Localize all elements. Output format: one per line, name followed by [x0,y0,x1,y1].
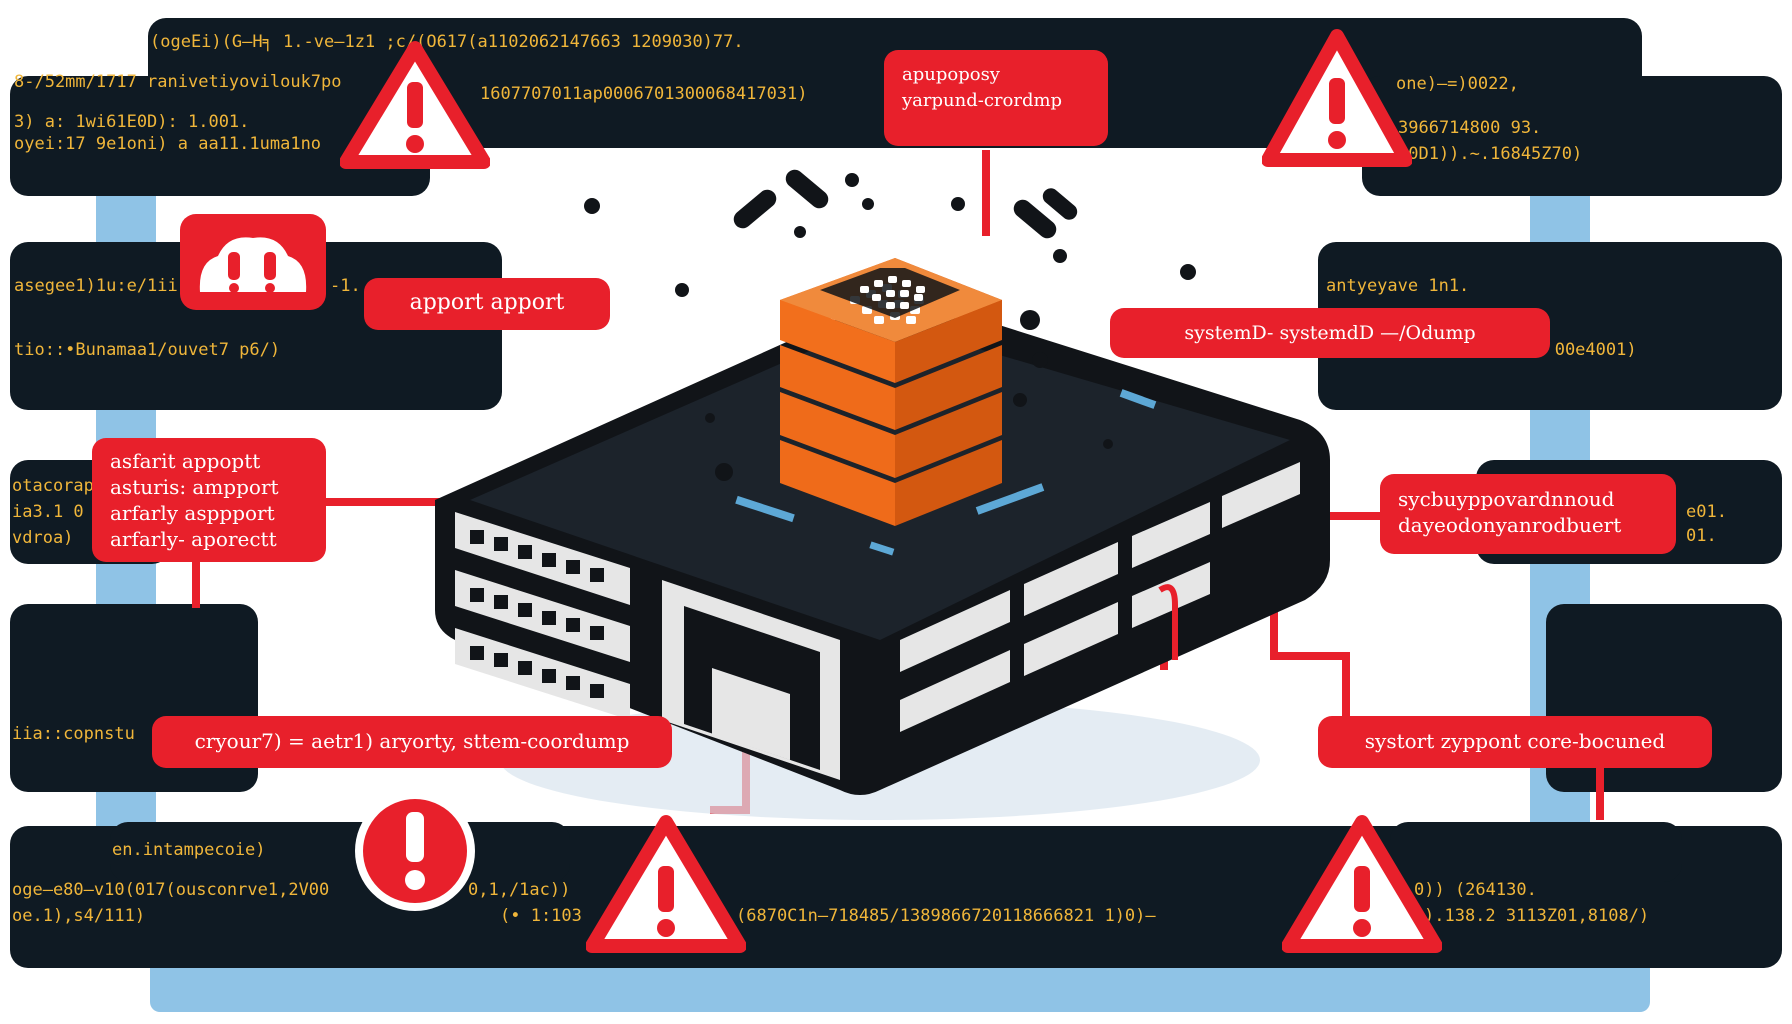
connector-line [1270,652,1350,660]
code-line: iia::copnstu [12,724,135,744]
connector-line [1342,652,1350,722]
code-line: -1. [330,276,361,296]
code-line: 8-/52mm/1717 ranivetiyovilouk7po [14,72,342,92]
code-line: ia3.1 0 [12,502,84,522]
connector-line [192,560,200,608]
code-line: vdroa) [12,528,74,548]
warning-triangle-icon [586,815,746,953]
code-line: (ogeEi)(G—H╕ 1.-ve—1z1 ;c/(O617(a1102062… [150,32,744,52]
code-line: 0,1,/1ac)) [468,880,571,900]
code-line: 0)) (264130. [1414,880,1537,900]
code-line: en.intampecoie) [112,840,266,860]
code-line: oge—e80—v10(017(ousconrve1,2V00 [12,880,330,900]
code-panel-bottom-left-tab [110,822,570,882]
alert-label-bottom-left: cryour7) = aetr1) aryorty, sttem-coordum… [152,716,672,768]
connector-line [1270,598,1278,658]
alert-label-apport: apport apport [364,278,610,330]
code-line: antyeyave 1n1. [1326,276,1470,296]
code-line: oyei:17 9e1oni) a aa11.1uma1no [14,134,322,154]
connector-line [982,150,990,236]
connector-line [320,498,440,506]
alert-label-list: asfarit appoptt asturis: ampport arfarly… [92,438,326,562]
code-line: e01. [1686,502,1727,522]
warning-triangle-icon [340,41,490,169]
alert-label-systemd: systemD- systemdD —/Odump [1110,308,1550,358]
cube-icon [780,258,1002,526]
code-line: tio::•Bunamaa1/ouvet7 p6/) [14,340,281,360]
code-line: 3966714800 93. [1398,118,1542,138]
code-line: 3) a: 1wi61E0D): 1.001. [14,112,250,132]
alert-label-bottom-right: systort zyppont core-bocuned [1318,716,1712,768]
alert-label-right: sycbuyppovardnnoud dayeodonyanrodbuert [1380,474,1676,554]
code-line: 1607707011ap0006701300068417031) [480,84,808,104]
connector-line [1596,760,1604,820]
code-line: asegee1)1u:e/1ii [14,276,178,296]
code-line: otacorap [12,476,94,496]
code-line: ).138.2 3113Z01,8108/) [1424,906,1650,926]
code-line: (• 1:103 [500,906,582,926]
code-line: 50D1)).~.16845Z70) [1398,144,1583,164]
code-line: 01. [1686,526,1717,546]
alert-label-top: apupoposy yarpund-crordmp [884,50,1108,146]
alert-bubble-icon [180,214,326,310]
connector-line [1322,512,1382,520]
code-panel-bottom-right-tab [1390,822,1682,882]
exclamation-circle-icon [355,791,475,911]
warning-triangle-icon [1262,29,1412,167]
server-icon [435,296,1330,820]
debris [584,169,1196,481]
warning-triangle-icon [1282,815,1442,953]
code-panel-top-right [1362,76,1782,196]
code-line: one)—=)0022, [1396,74,1519,94]
code-line: oe.1),s4/111) [12,906,146,926]
code-line: (6870C1n—718485/1389866720118666821 1)0)… [736,906,1156,926]
